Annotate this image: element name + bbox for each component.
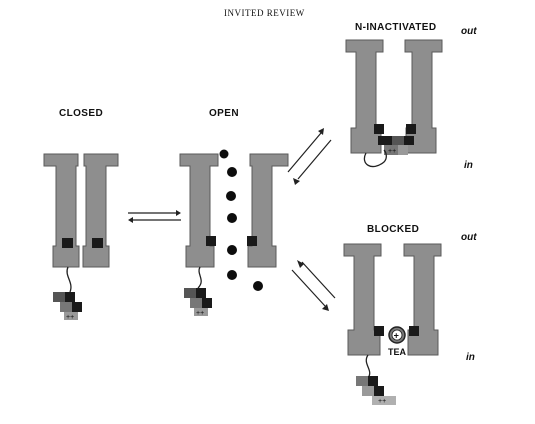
n-inactivated-channel: ++ bbox=[345, 39, 443, 168]
blocked-particle-charge: ++ bbox=[378, 398, 386, 405]
label-n-inactivated: N-INACTIVATED bbox=[355, 22, 437, 33]
open-ball-particle: ++ bbox=[184, 288, 212, 317]
open-tether bbox=[197, 266, 202, 289]
inactivated-gate-right bbox=[406, 124, 416, 134]
closed-gate-left bbox=[62, 238, 73, 248]
page-header: INVITED REVIEW bbox=[224, 8, 305, 18]
label-out-bottom: out bbox=[461, 232, 477, 243]
inactivated-ball-particle: ++ bbox=[378, 136, 414, 155]
closed-left-subunit bbox=[43, 153, 80, 268]
closed-ball-particle: ++ bbox=[53, 292, 82, 321]
open-particle-charge: ++ bbox=[196, 310, 204, 317]
open-gate-right bbox=[247, 236, 257, 246]
equilibrium-open-inactivated bbox=[287, 128, 332, 185]
label-closed: CLOSED bbox=[59, 108, 104, 119]
inactivated-particle-charge: ++ bbox=[388, 148, 396, 155]
tea-charge-symbol: + bbox=[394, 331, 399, 341]
blocked-ball-particle: ++ bbox=[356, 376, 396, 405]
inactivated-left-subunit bbox=[345, 39, 384, 154]
closed-gate-right bbox=[92, 238, 103, 248]
blocked-left-subunit bbox=[343, 243, 382, 356]
inactivated-tether bbox=[363, 149, 387, 168]
blocked-gate-left bbox=[374, 326, 384, 336]
label-in-bottom: in bbox=[466, 352, 475, 363]
label-open: OPEN bbox=[209, 108, 239, 119]
tea-blocker: + bbox=[388, 326, 406, 344]
equilibrium-open-blocked bbox=[291, 260, 336, 311]
label-blocked: BLOCKED bbox=[367, 224, 420, 235]
closed-particle-charge: ++ bbox=[66, 314, 74, 321]
tea-label: TEA bbox=[388, 347, 406, 357]
blocked-right-subunit bbox=[403, 243, 442, 356]
open-left-subunit bbox=[179, 153, 219, 268]
closed-right-subunit bbox=[82, 153, 119, 268]
open-channel: ++ bbox=[179, 149, 289, 317]
closed-tether bbox=[66, 266, 72, 293]
open-ions bbox=[219, 149, 263, 291]
label-out-top: out bbox=[461, 26, 477, 37]
label-in-top: in bbox=[464, 160, 473, 171]
blocked-gate-right bbox=[409, 326, 419, 336]
blocked-channel: + ++ bbox=[343, 243, 442, 405]
open-right-subunit bbox=[247, 153, 289, 268]
open-gate-left bbox=[206, 236, 216, 246]
closed-channel: ++ bbox=[43, 153, 119, 321]
inactivated-gate-left bbox=[374, 124, 384, 134]
equilibrium-closed-open bbox=[128, 210, 181, 223]
blocked-tether bbox=[365, 354, 371, 379]
